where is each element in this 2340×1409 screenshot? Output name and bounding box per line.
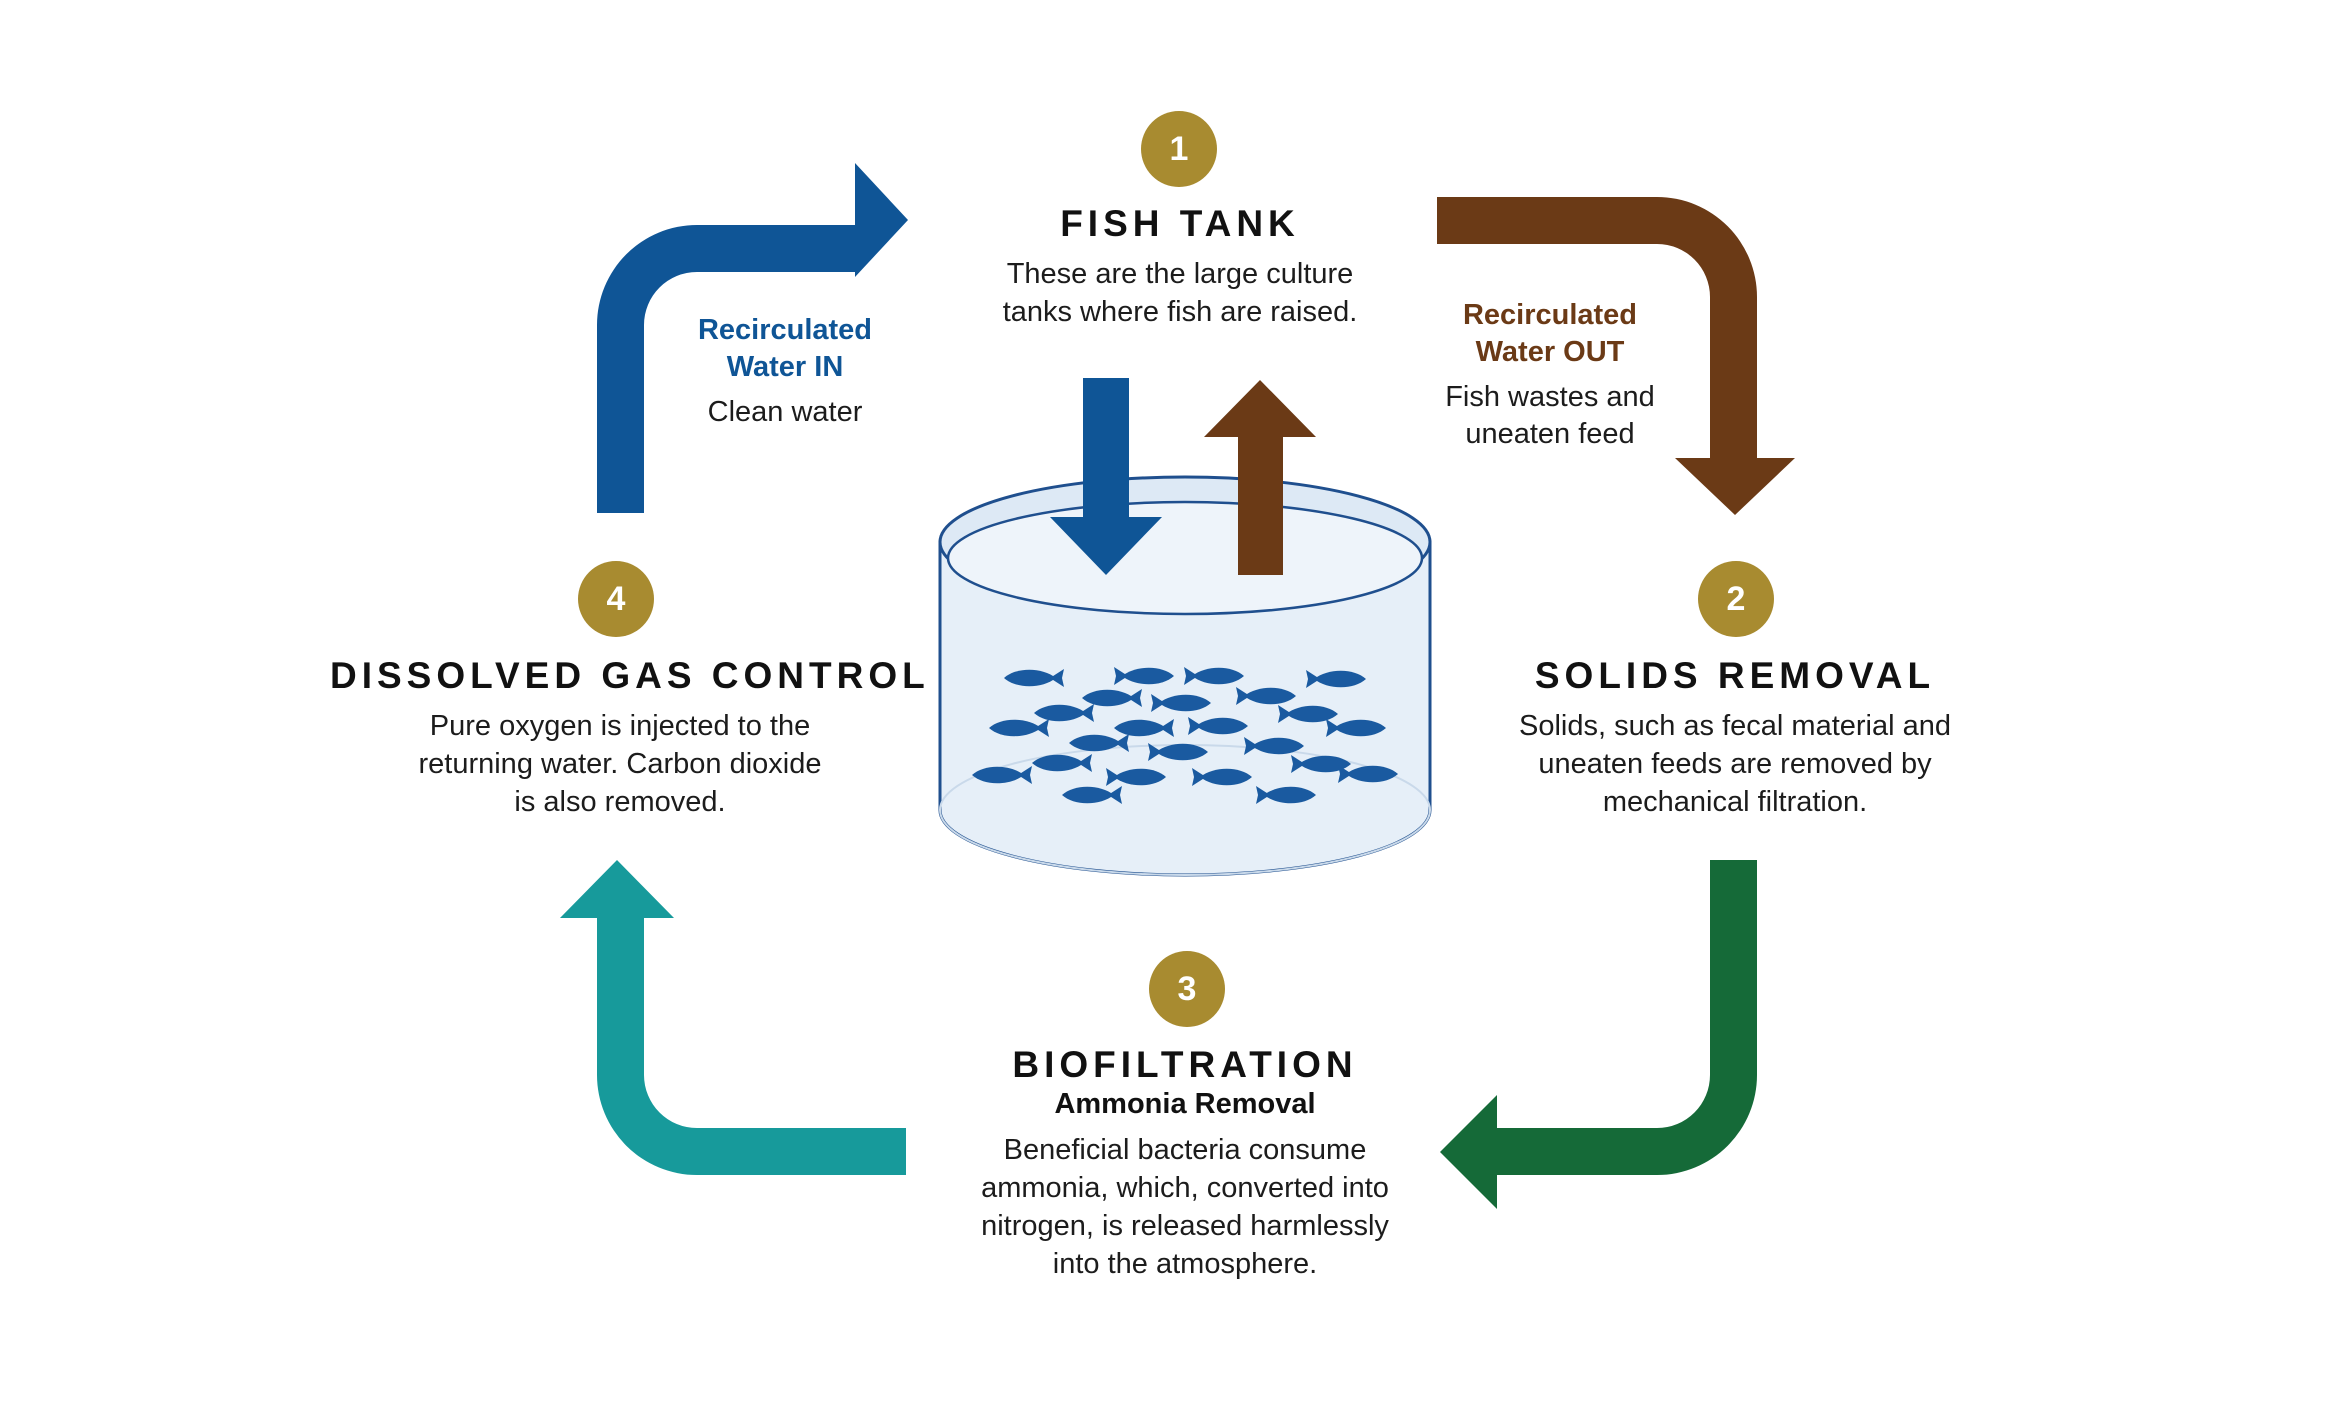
fish-shape <box>1278 705 1338 723</box>
biofilter-to-gas-control-arrow <box>560 860 906 1175</box>
biofiltration-title: BIOFILTRATION <box>1012 1044 1358 1085</box>
fish-tank-text: FISH TANK These are the large culture ta… <box>930 203 1430 331</box>
fish-shape <box>1034 704 1094 722</box>
fish-shape <box>972 766 1032 784</box>
biofiltration-description: Beneficial bacteria consume ammonia, whi… <box>981 1134 1389 1280</box>
biofiltration-subtitle: Ammonia Removal <box>1054 1088 1316 1120</box>
tank-inflow-arrow <box>1050 378 1162 575</box>
fish-shape <box>1004 669 1064 687</box>
water-out-note: Fish wastes and uneaten feed <box>1445 381 1655 450</box>
fish-shape <box>1114 719 1174 737</box>
water-out-label: Recirculated Water OUT Fish wastes and u… <box>1420 297 1680 453</box>
fish-shape <box>1148 743 1208 761</box>
fish-shape <box>1338 765 1398 783</box>
water-in-label: Recirculated Water IN Clean water <box>655 312 915 431</box>
step-1-badge: 1 <box>1141 111 1217 187</box>
dissolved-gas-text: DISSOLVED GAS CONTROL Pure oxygen is inj… <box>330 655 930 821</box>
solids-removal-description: Solids, such as fecal material and uneat… <box>1519 710 1951 818</box>
step-4-badge: 4 <box>578 561 654 637</box>
solids-removal-text: SOLIDS REMOVAL Solids, such as fecal mat… <box>1470 655 2000 821</box>
fish-tank-title: FISH TANK <box>1060 203 1300 244</box>
fish-shape <box>1184 667 1244 685</box>
biofiltration-text: BIOFILTRATION Ammonia Removal Beneficial… <box>935 1044 1435 1283</box>
tank-rim-inner <box>946 500 1424 616</box>
step-2-badge: 2 <box>1698 561 1774 637</box>
tank-outflow-arrow <box>1204 380 1316 575</box>
fish-shape <box>1082 689 1142 707</box>
dissolved-gas-description: Pure oxygen is injected to the returning… <box>418 710 822 818</box>
fish-shape <box>1032 754 1092 772</box>
fish-shape <box>1106 768 1166 786</box>
fish-shape <box>1188 717 1248 735</box>
fish-tank-illustration <box>938 475 1432 877</box>
fish-shape <box>1306 670 1366 688</box>
recirculated-water-in-arrow <box>597 163 908 513</box>
recirculated-water-out-arrow <box>1437 197 1795 515</box>
fish-shape <box>1256 786 1316 804</box>
fish-shape <box>1114 667 1174 685</box>
fish-shape <box>1236 687 1296 705</box>
fish-shape <box>989 719 1049 737</box>
fish-shape <box>1192 768 1252 786</box>
dissolved-gas-title: DISSOLVED GAS CONTROL <box>330 655 930 696</box>
fish-shape <box>1291 755 1351 773</box>
fish-shape <box>1244 737 1304 755</box>
fish-shape <box>1069 734 1129 752</box>
step-3-badge: 3 <box>1149 951 1225 1027</box>
fish-tank-description: These are the large culture tanks where … <box>1002 258 1358 328</box>
fish-shape <box>1151 694 1211 712</box>
fish-shape <box>1326 719 1386 737</box>
fish-school <box>972 667 1398 804</box>
solids-removal-title: SOLIDS REMOVAL <box>1534 655 1936 696</box>
fish-shape <box>1062 786 1122 804</box>
solids-to-biofilter-arrow <box>1440 860 1757 1209</box>
water-in-note: Clean water <box>707 396 863 428</box>
